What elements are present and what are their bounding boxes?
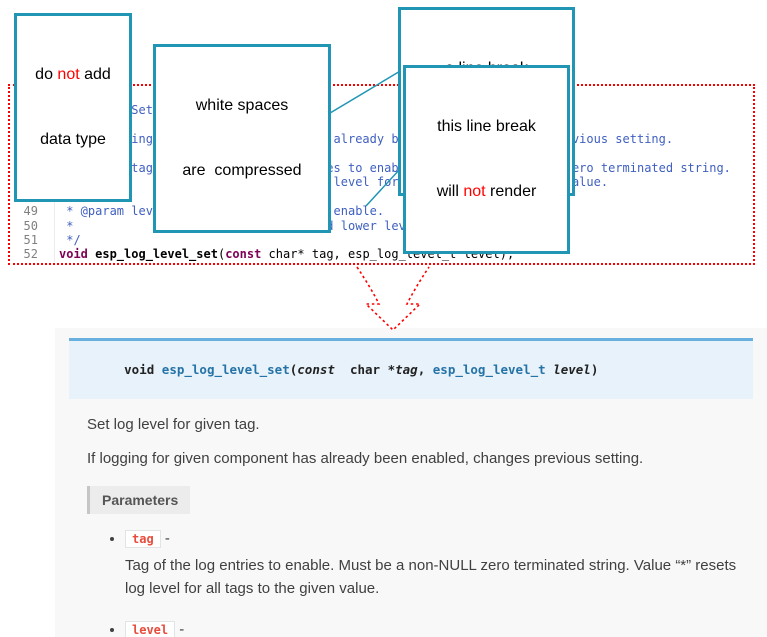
callout-line-break-not-render: this line break will not render <box>403 65 570 254</box>
doc-brief-paragraph: Set log level for given tag. <box>87 416 260 433</box>
callout-whitespace-compressed: white spaces are compressed <box>153 44 331 233</box>
rendered-doc-panel: void esp_log_level_set(const char *tag, … <box>55 328 767 637</box>
fold-marker-icon <box>38 218 55 233</box>
callout-line: are compressed <box>182 161 302 179</box>
paren: ( <box>217 247 226 262</box>
sig-char-type: char * <box>334 362 396 377</box>
callout-line: will not render <box>414 181 559 203</box>
sig-type-esp-log-level-t: esp_log_level_t <box>432 362 554 377</box>
sig-comma: , <box>417 362 433 377</box>
callout-line: this line break <box>437 118 536 136</box>
code-text: */ <box>59 232 81 247</box>
callout-line: do not add <box>25 64 121 86</box>
code-line: 49 * @param level Selects log level to e… <box>12 204 753 219</box>
flow-arrow-down-icon <box>356 266 430 332</box>
callout-line: white spaces <box>195 97 289 115</box>
doc-detail-paragraph: If logging for given component has alrea… <box>87 450 644 467</box>
param-name-chip: tag <box>125 530 161 548</box>
callout-text: add <box>79 66 111 84</box>
param-description: Tag of the log entries to enable. Must b… <box>125 557 737 598</box>
sig-keyword-void: void <box>124 362 162 377</box>
callout-text-red: not <box>463 182 486 200</box>
fold-marker-icon <box>38 232 55 248</box>
sig-arg-level: level <box>553 362 591 377</box>
function-signature: void esp_log_level_set(const char *tag, … <box>69 338 753 399</box>
code-line: 51 */ <box>12 232 753 248</box>
parameter-item-level: level - Selects log level to enable. Onl… <box>125 620 753 637</box>
keyword-const: const <box>225 247 262 262</box>
parameter-list: tag - Tag of the log entries to enable. … <box>69 530 753 637</box>
callout-text: will <box>436 182 464 200</box>
param-name-chip: level <box>125 620 176 637</box>
sig-paren: ) <box>590 362 599 377</box>
callout-line: data type <box>40 130 106 148</box>
line-number: 50 <box>23 218 38 233</box>
keyword-void: void <box>59 247 96 262</box>
callout-do-not-add-data-type: do not add data type <box>14 13 132 202</box>
line-number: 52 <box>23 247 38 262</box>
code-text: void esp_log_level_set(const char* tag, … <box>59 247 514 261</box>
line-number: 49 <box>23 204 38 219</box>
code-line-declaration: 52 void esp_log_level_set(const char* tag… <box>12 247 753 262</box>
sig-keyword-const: const <box>297 362 335 377</box>
callout-text-red: not <box>57 66 80 84</box>
sig-paren: ( <box>289 362 298 377</box>
callout-text: do <box>35 66 58 84</box>
fold-marker-icon <box>38 204 55 219</box>
function-name: esp_log_level_set <box>95 247 218 262</box>
code-text: * If logging for given component has alr… <box>59 132 674 147</box>
param-dash: - <box>160 530 170 547</box>
fold-marker-icon <box>38 247 55 262</box>
line-number: 51 <box>23 232 38 247</box>
code-line: 50 * Only logs at this and lower levels … <box>12 218 753 233</box>
parameter-item-tag: tag - Tag of the log entries to enable. … <box>125 530 753 601</box>
param-dash: - <box>175 620 185 637</box>
sig-function-name: esp_log_level_set <box>161 362 290 377</box>
parameters-heading: Parameters <box>87 486 191 514</box>
callout-text: render <box>485 182 537 200</box>
sig-arg-tag: tag <box>395 362 418 377</box>
